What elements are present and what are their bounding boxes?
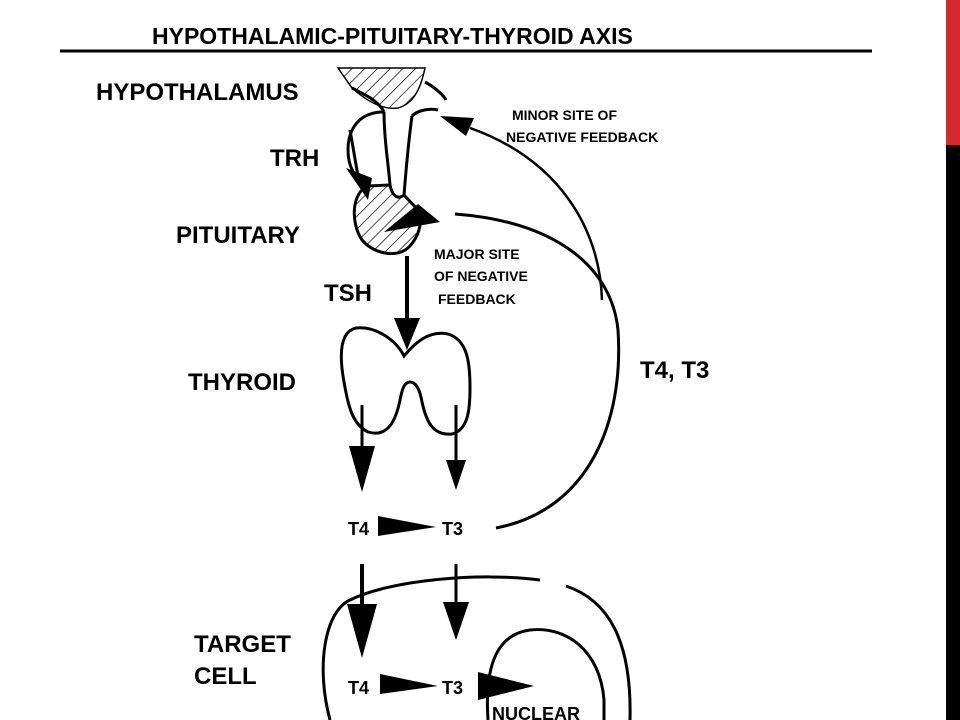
stalk-inner-right	[402, 115, 414, 196]
major-feedback-text-1: MAJOR SITE	[434, 246, 520, 262]
diagram-title: HYPOTHALAMIC-PITUITARY-THYROID AXIS	[152, 23, 633, 49]
major-feedback-curve	[454, 212, 621, 530]
cell-t3-arrowhead	[443, 602, 469, 640]
cell-t3-label: T3	[442, 678, 463, 698]
minor-feedback-text-1: MINOR SITE OF	[512, 107, 617, 123]
major-feedback-text-2: OF NEGATIVE	[434, 268, 528, 284]
pituitary-label: PITUITARY	[176, 222, 300, 249]
thyroid-t4-arrowhead	[349, 446, 375, 492]
major-feedback-text-3: FEEDBACK	[438, 291, 516, 307]
cell-t4-arrowhead	[347, 604, 377, 658]
nucleus-outline	[485, 628, 606, 720]
target-cell-membrane-left	[321, 575, 541, 720]
side-accent-black	[946, 145, 960, 720]
trh-label: TRH	[270, 145, 319, 172]
thyroid-t3-arrowhead	[446, 460, 466, 490]
minor-feedback-curve	[469, 126, 604, 301]
minor-feedback-text-2: NEGATIVE FEEDBACK	[506, 129, 658, 145]
tsh-arrowhead	[394, 318, 420, 350]
thyroid-gland	[339, 326, 472, 436]
pituitary-gland	[352, 183, 422, 256]
thyroid-label: THYROID	[188, 369, 296, 396]
cell-t4-label: T4	[348, 678, 369, 698]
target-cell-label-line1: TARGET	[194, 631, 291, 658]
hypothalamus-label: HYPOTHALAMUS	[96, 79, 299, 106]
hypothalamus-curve-right	[424, 80, 448, 101]
major-feedback-arrowhead	[384, 204, 440, 232]
hypothalamus-region	[336, 67, 426, 110]
stalk-inner-left	[382, 111, 392, 186]
tsh-label: TSH	[324, 280, 372, 307]
circulating-t4-label: T4	[348, 519, 369, 539]
cell-conversion-arrow	[380, 674, 438, 694]
trh-arrow-shaft	[348, 129, 360, 177]
minor-feedback-arrowhead	[440, 116, 474, 136]
hypothalamus-curve-left	[351, 86, 386, 113]
circulating-t3-label: T3	[442, 519, 463, 539]
t4-t3-feedback-label: T4, T3	[640, 357, 709, 384]
stalk-top-right	[410, 107, 439, 118]
side-accent-red	[946, 0, 960, 145]
target-cell-label-line2: CELL	[194, 663, 257, 690]
trh-arrowhead	[346, 168, 372, 200]
target-cell-membrane-right	[565, 584, 632, 720]
nuclear-label: NUCLEAR	[492, 704, 580, 720]
nuclear-entry-arrow	[478, 672, 534, 700]
circulating-conversion-arrow	[378, 516, 436, 536]
